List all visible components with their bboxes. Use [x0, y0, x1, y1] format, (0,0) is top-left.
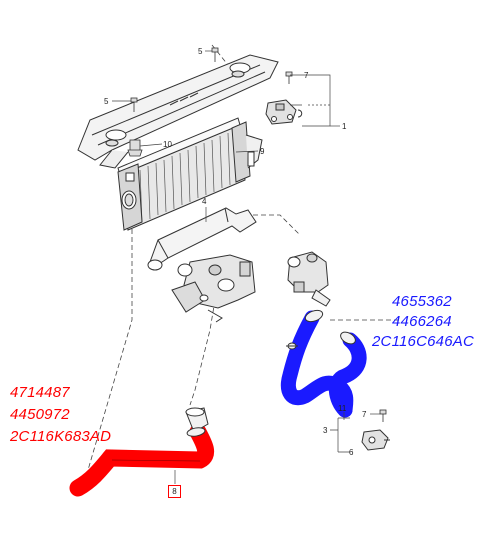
- mounting-bracket: [77, 54, 279, 169]
- callout-1: 1: [342, 122, 347, 131]
- callout-5a: 5: [198, 47, 203, 56]
- callout-7b: 7: [362, 410, 367, 419]
- callout-10: 10: [163, 140, 172, 149]
- callout-8-box: 8: [168, 485, 181, 498]
- right-fitting: [287, 251, 331, 307]
- boost-sensor-lower: [361, 429, 390, 451]
- red-part-number-3: 2C116K683AD: [10, 428, 112, 445]
- blue-part-number-3: 2C116C646AC: [372, 333, 474, 350]
- callout-leaders: [112, 50, 380, 484]
- callouts: 5 5 7 1 10 9 4 11 7 3 6: [104, 47, 367, 457]
- fasteners: [127, 47, 387, 422]
- red-intercooler-hose: [69, 407, 215, 497]
- callout-3: 3: [323, 426, 328, 435]
- callout-9: 9: [260, 147, 265, 156]
- throttle-valve-body: [171, 254, 256, 323]
- callout-6: 6: [349, 448, 354, 457]
- boost-sensor-upper: [265, 99, 303, 125]
- intercooler: [117, 117, 263, 231]
- callout-5b: 5: [104, 97, 109, 106]
- blue-intercooler-hose: [280, 309, 367, 418]
- red-part-number-2: 4450972: [10, 406, 70, 423]
- callout-11: 11: [338, 404, 347, 413]
- red-part-number-1: 4714487: [10, 384, 70, 401]
- blue-part-number-2: 4466264: [392, 313, 452, 330]
- callout-4: 4: [202, 197, 207, 206]
- callout-7a: 7: [304, 71, 309, 80]
- thin-hose: [147, 207, 257, 271]
- blue-part-number-1: 4655362: [392, 293, 452, 310]
